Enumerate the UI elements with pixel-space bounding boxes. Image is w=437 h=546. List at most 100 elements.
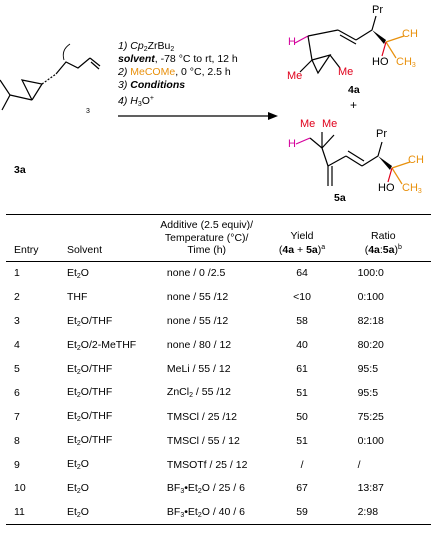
table-row: 1 Et2O none / 0 /2.5 64 100:0 xyxy=(6,261,431,285)
condition-step-4: 4) H3O+ xyxy=(118,95,155,108)
table-row: 7 Et2O/THF TMSCl / 25 /12 50 75:25 xyxy=(6,405,431,429)
cell-entry: 10 xyxy=(14,482,26,495)
cell-yield: 67 xyxy=(296,482,308,495)
header-solvent: Solvent xyxy=(66,214,145,262)
product-5a-me-right: Me xyxy=(322,118,338,130)
cell-additive: none / 55 /12 xyxy=(166,315,229,328)
optimization-table: Entry Solvent Additive (2.5 equiv)/ Temp… xyxy=(6,214,431,526)
product-4a-me-right: Me xyxy=(338,66,354,78)
cell-entry: 5 xyxy=(14,363,20,375)
cell-yield: 51 xyxy=(296,434,308,447)
condition-step-3: 3) Conditions xyxy=(118,79,186,91)
cell-additive: none / 0 /2.5 xyxy=(166,267,226,280)
table-row: 8 Et2O/THF TMSCl / 55 / 12 51 0:100 xyxy=(6,429,431,453)
product-label-5a: 5a xyxy=(334,192,346,204)
product-4a-ho: HO xyxy=(372,56,389,68)
product-5a-structure xyxy=(295,132,411,186)
product-4a-pr: Pr xyxy=(372,4,383,16)
plus-sign: + xyxy=(350,98,358,112)
reaction-scheme: 3 3a 1) Cp2ZrBu2 solvent, -78 °C to rt, … xyxy=(0,0,437,206)
cell-entry: 4 xyxy=(14,339,20,352)
cell-solvent: THF xyxy=(66,291,88,304)
cell-yield: 51 xyxy=(296,386,308,399)
condition-step-2: 2) MeCOMe, 0 °C, 2.5 h xyxy=(118,66,231,78)
cell-solvent: Et2O/2-MeTHF xyxy=(66,338,137,352)
cell-ratio: 75:25 xyxy=(357,410,384,423)
cell-ratio: 2:98 xyxy=(335,500,431,526)
cell-solvent: Et2O/THF xyxy=(66,386,113,400)
cell-entry: 7 xyxy=(14,410,20,423)
product-5a-ch-cut: CH xyxy=(408,154,424,166)
cell-yield: <10 xyxy=(293,291,311,304)
cell-ratio: 95:5 xyxy=(357,363,379,375)
reactant-3a-structure xyxy=(0,43,101,111)
cell-solvent: Et2O xyxy=(66,266,89,280)
reactant-chain-count: 3 xyxy=(86,108,90,115)
product-5a-pr: Pr xyxy=(376,128,387,140)
header-entry: Entry xyxy=(6,214,67,262)
cell-yield: 58 xyxy=(296,315,308,328)
table-row: 6 Et2O/THF ZnCl2 / 55 /12 51 95:5 xyxy=(6,381,431,405)
cell-ratio: 80:20 xyxy=(357,339,384,352)
cell-ratio: 13:87 xyxy=(357,482,384,495)
product-4a-structure xyxy=(294,15,405,75)
table-row: 2 THF none / 55 /12 <10 0:100 xyxy=(6,285,431,309)
condition-step-1-solvent: solvent, -78 °C to rt, 12 h xyxy=(118,53,238,65)
cell-additive: BF3•Et2O / 40 / 6 xyxy=(144,500,269,526)
table-row: 9 Et2O TMSOTf / 25 / 12 / / xyxy=(6,453,431,477)
cell-additive: ZnCl2 / 55 /12 xyxy=(166,386,231,400)
cell-additive: none / 80 / 12 xyxy=(166,339,232,352)
cell-entry: 8 xyxy=(14,434,20,447)
cell-ratio: 0:100 xyxy=(357,434,384,447)
product-5a-me-left: Me xyxy=(300,118,316,130)
cell-yield: 59 xyxy=(268,500,336,526)
table-row: 10 Et2O BF3•Et2O / 25 / 6 67 13:87 xyxy=(6,477,431,501)
cell-additive: none / 55 /12 xyxy=(166,291,229,304)
cell-entry: 11 xyxy=(6,500,67,526)
table-header-row: Entry Solvent Additive (2.5 equiv)/ Temp… xyxy=(6,214,431,262)
cell-entry: 6 xyxy=(14,386,20,399)
cell-ratio: 82:18 xyxy=(357,315,384,328)
header-ratio: Ratio (4a:5a)b xyxy=(335,214,431,262)
cell-additive: TMSOTf / 25 / 12 xyxy=(166,458,248,471)
cell-additive: MeLi / 55 / 12 xyxy=(166,363,231,375)
cell-additive: TMSCl / 55 / 12 xyxy=(166,434,240,447)
cell-additive: BF3•Et2O / 25 / 6 xyxy=(166,481,245,495)
cell-solvent: Et2O xyxy=(66,458,89,472)
cell-entry: 1 xyxy=(14,267,20,280)
header-additive: Additive (2.5 equiv)/ Temperature (°C)/ … xyxy=(144,214,269,262)
product-5a-ch3: CH3 xyxy=(402,182,422,195)
cell-yield: 40 xyxy=(296,339,308,352)
cell-yield: / xyxy=(300,458,304,471)
cell-ratio: 100:0 xyxy=(357,267,384,280)
scheme-drawing xyxy=(0,15,411,186)
cell-yield: 50 xyxy=(296,410,308,423)
cell-yield: 64 xyxy=(296,267,308,280)
cell-solvent: Et2O/THF xyxy=(66,362,113,376)
cell-ratio: / xyxy=(357,458,361,471)
product-4a-ch3: CH3 xyxy=(396,56,416,69)
product-label-4a: 4a xyxy=(348,84,360,96)
cell-solvent: Et2O/THF xyxy=(66,314,113,328)
cell-ratio: 95:5 xyxy=(357,386,379,399)
cell-solvent: Et2O xyxy=(66,481,89,495)
product-4a-ch-cut: CH xyxy=(402,28,418,40)
product-4a-me-left: Me xyxy=(287,70,303,82)
cell-solvent: Et2O/THF xyxy=(66,410,113,424)
cell-solvent: Et2O xyxy=(66,500,145,526)
reactant-label-3a: 3a xyxy=(14,164,26,176)
cell-additive: TMSCl / 25 /12 xyxy=(166,410,237,423)
product-5a-h: H xyxy=(288,138,296,150)
cell-ratio: 0:100 xyxy=(357,291,384,304)
cell-entry: 9 xyxy=(14,458,20,471)
cell-entry: 2 xyxy=(14,291,20,304)
table-row: 4 Et2O/2-MeTHF none / 80 / 12 40 80:20 xyxy=(6,333,431,357)
product-4a-h: H xyxy=(288,36,296,48)
header-yield: Yield (4a + 5a)a xyxy=(268,214,336,262)
product-5a-ho: HO xyxy=(378,182,395,194)
cell-solvent: Et2O/THF xyxy=(66,434,113,448)
